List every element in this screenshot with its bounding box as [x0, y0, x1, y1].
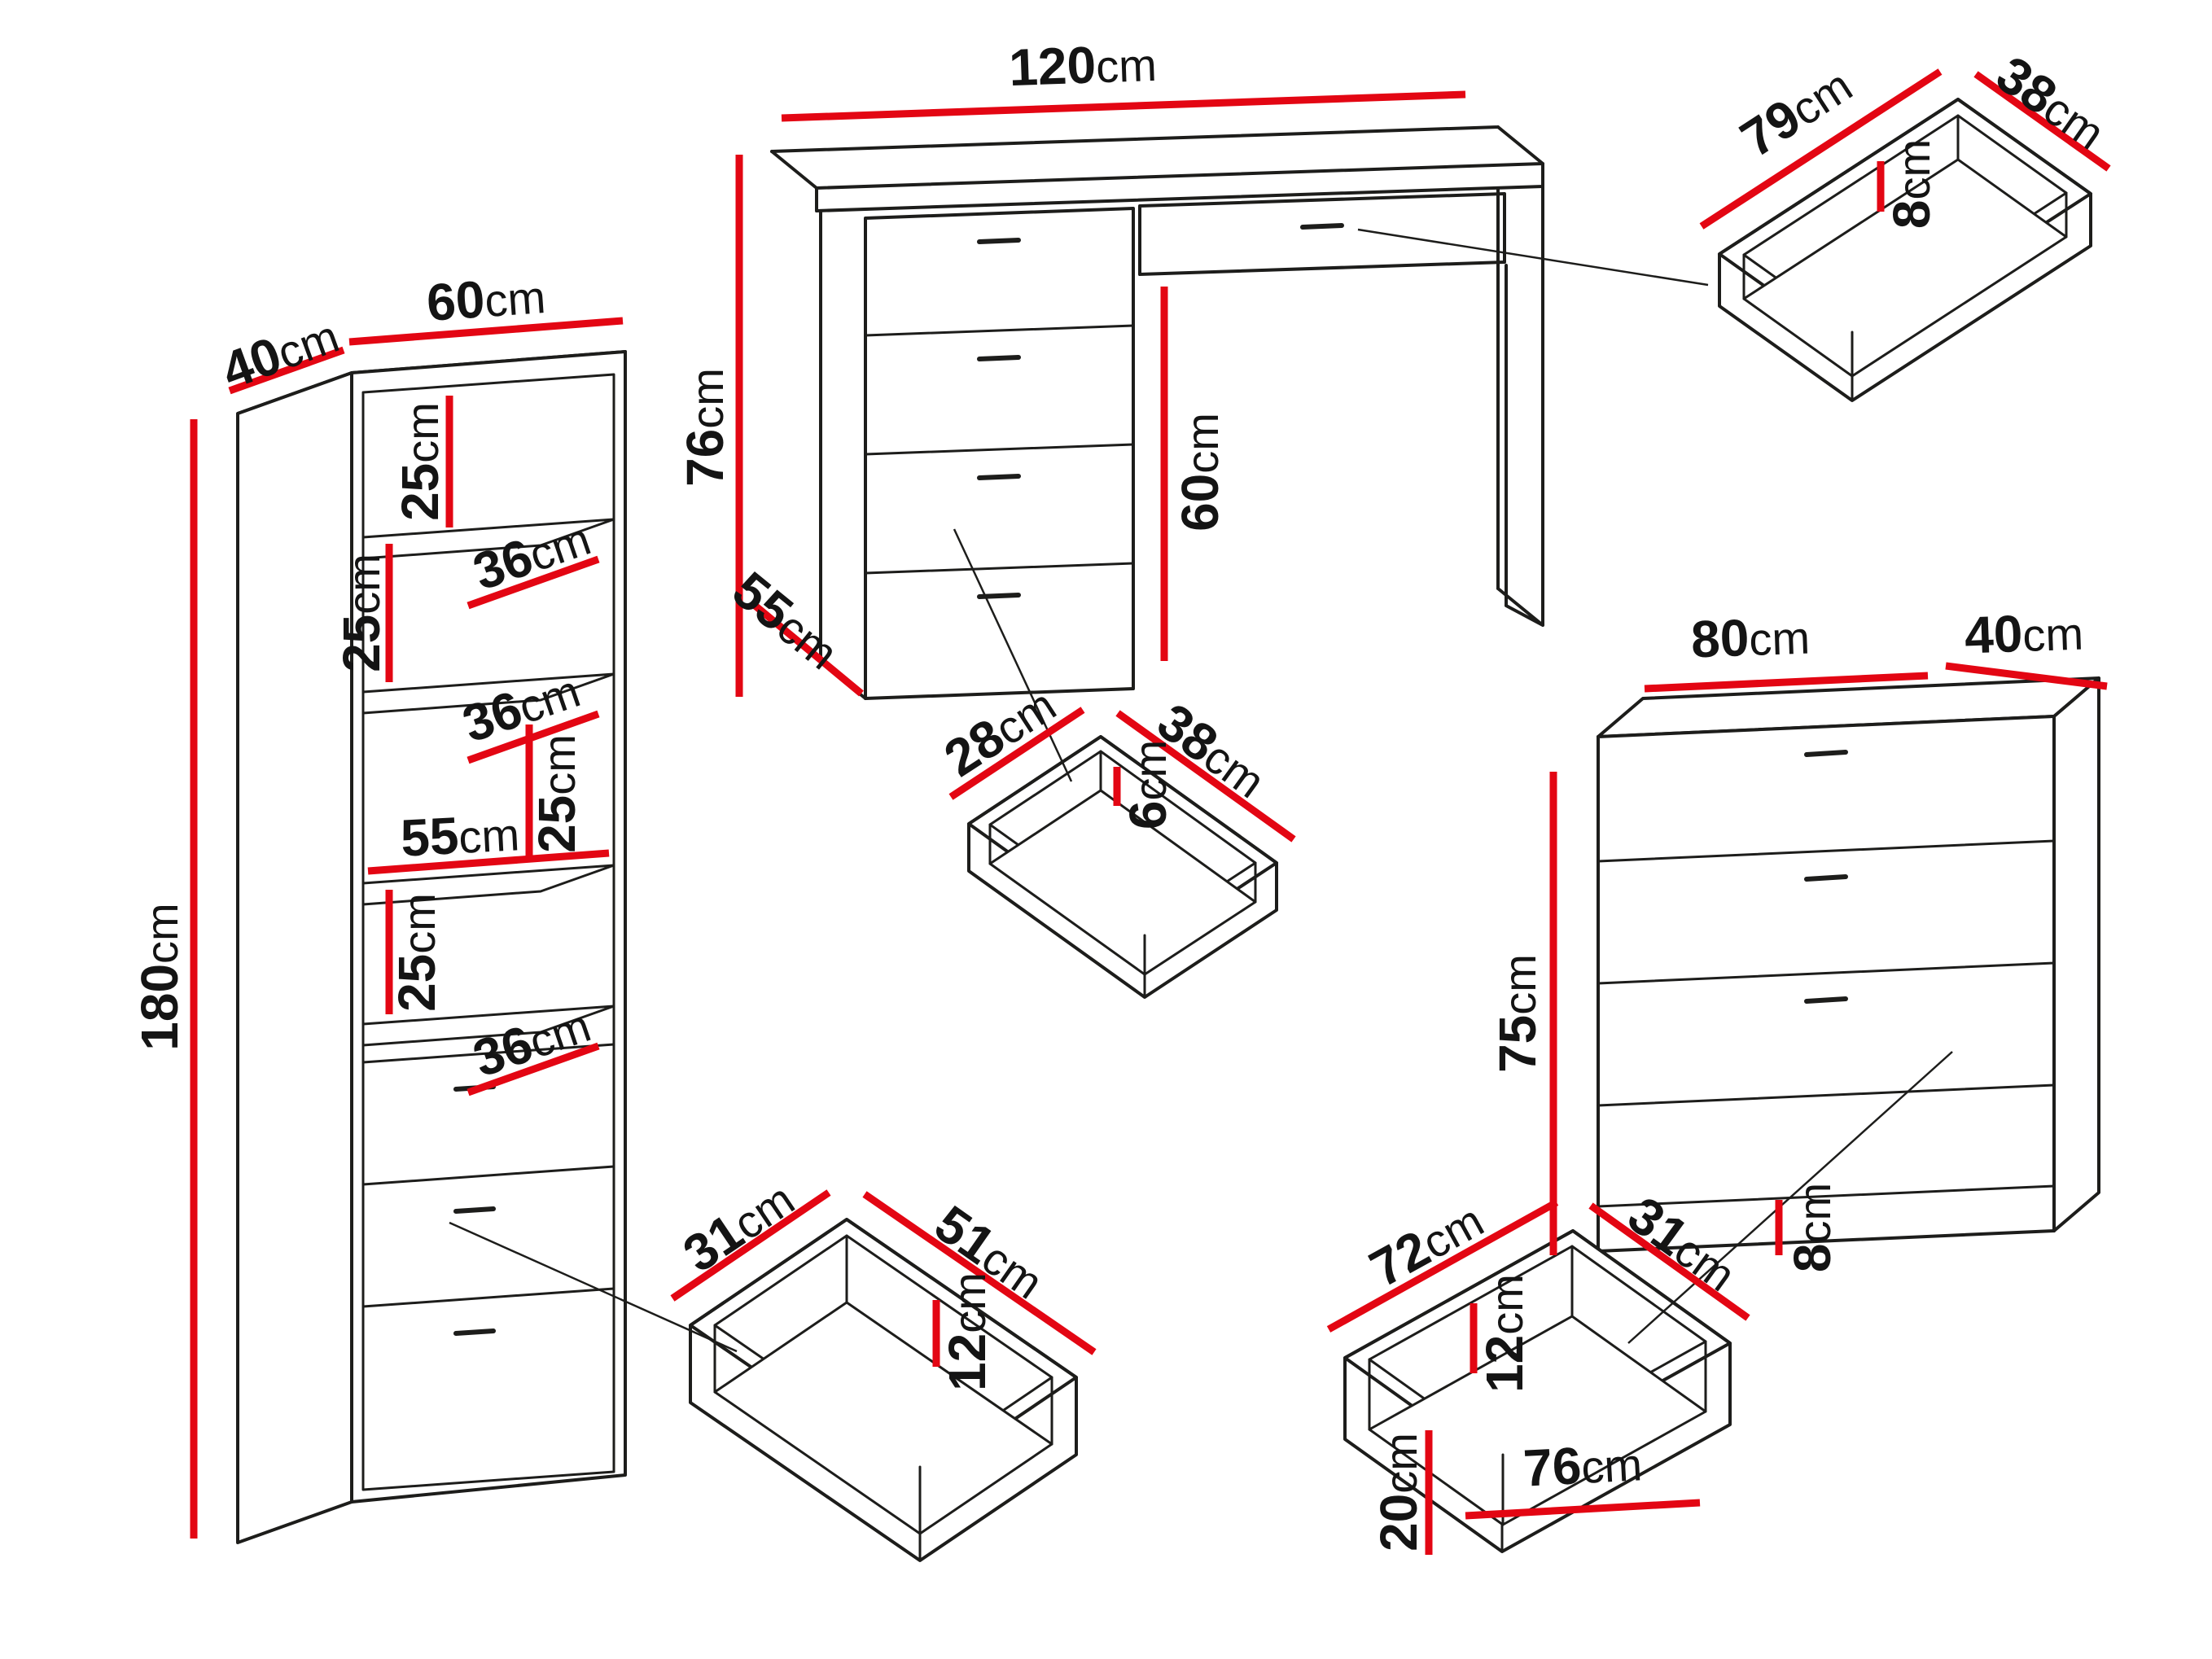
- chest-drawer-walls: [1343, 1342, 1732, 1553]
- desk-drawing: [770, 125, 1544, 700]
- desk-right-drawer-front: [1138, 192, 1506, 276]
- dim-line-chest-drawer-width: [1326, 1199, 1559, 1333]
- dim-label-chest-depth: 40cm: [1964, 602, 2084, 664]
- dim-label-desk-width: 120cm: [1008, 33, 1158, 97]
- desk-drawer-walls: [1718, 192, 2092, 402]
- dim-label-small-drawer-height: 6cm: [1119, 740, 1177, 830]
- desk-pedestal-handles: [977, 238, 1021, 599]
- desk-pedestal-front: [864, 207, 1135, 700]
- chest-drawing: [1597, 676, 2100, 1253]
- connector-desk-to-drawer: [1357, 228, 1709, 287]
- dim-line-chest-width: [1644, 672, 1929, 693]
- dim-label-chest-base: 8cm: [1783, 1183, 1842, 1272]
- chest-side-face: [2052, 676, 2100, 1232]
- desk-drawer-drawing: [1718, 98, 2092, 402]
- dimension-lines: [190, 68, 2111, 1555]
- dim-label-desk-height: 76cm: [676, 368, 734, 487]
- dim-label-chest-height: 75cm: [1488, 954, 1547, 1073]
- dim-line-chest-drawer-front-width: [1465, 1499, 1701, 1520]
- dim-line-cabinet-inner-width: [367, 849, 610, 875]
- cabinet-inner-frame: [361, 373, 615, 1491]
- connector-cabinet-to-drawer: [449, 1221, 738, 1353]
- dim-line-cabinet-depth: [228, 346, 345, 395]
- cabinet-side-face: [236, 371, 353, 1544]
- desk-right-drawer-handle: [1300, 223, 1344, 230]
- desk-right-panel: [1496, 185, 1544, 627]
- dim-line-chest-drawer-depth: [1588, 1202, 1750, 1321]
- cabinet-drawing: [236, 350, 627, 1544]
- dim-line-small-drawer-width: [1115, 710, 1296, 843]
- desk-small-drawer-inner-corners: [988, 750, 1257, 976]
- dim-label-chest-drawer-inner-height: 12cm: [1475, 1274, 1534, 1393]
- cabinet-drawer-walls: [689, 1324, 1078, 1562]
- cabinet-shelves: [361, 518, 615, 1047]
- cabinet-drawer-fronts: [361, 1043, 615, 1308]
- connector-chest-to-drawer: [1627, 1051, 1953, 1344]
- chest-drawer-dividers: [1597, 839, 2056, 1208]
- cabinet-drawer-inner-corners: [713, 1234, 1053, 1535]
- desk-pedestal-dividers: [864, 324, 1135, 575]
- dim-label-desk-drawer-height: 8cm: [1882, 139, 1941, 229]
- dim-line-desk-width: [781, 90, 1466, 122]
- dim-line-chest-depth: [1945, 662, 2108, 690]
- dim-label-chest-width: 80cm: [1690, 606, 1811, 668]
- cabinet-drawer-drawing: [689, 1218, 1078, 1562]
- dim-label-chest-drawer-front-height: 20cm: [1369, 1433, 1428, 1552]
- dim-line-cabinet-width: [348, 317, 624, 346]
- dim-line-desk-depth: [751, 601, 864, 697]
- desk-drawer-inner-corners: [1742, 114, 2068, 378]
- chest-drawer-handles: [1804, 750, 1848, 1004]
- dim-label-cabinet-width: 60cm: [425, 265, 548, 332]
- chest-front-face: [1597, 715, 2056, 1253]
- dim-label-cabinet-height: 180cm: [130, 903, 189, 1050]
- dim-label-cabinet-drawer-height: 12cm: [938, 1272, 996, 1391]
- cabinet-front-face: [350, 350, 627, 1504]
- dim-label-cabinet-gap1: 25cm: [391, 402, 449, 521]
- dim-line-cabinet-drawer-width: [862, 1191, 1097, 1355]
- desk-top: [770, 125, 1544, 212]
- dim-label-chest-drawer-front-width: 76cm: [1522, 1433, 1643, 1498]
- dim-label-cabinet-inner-width: 55cm: [399, 803, 520, 868]
- dim-label-cabinet-gap3: 25cm: [528, 734, 586, 853]
- dim-line-cabinet-shelf2: [466, 710, 600, 764]
- chest-drawer-drawing: [1343, 1229, 1732, 1553]
- desk-small-drawer-walls: [967, 822, 1278, 999]
- chest-drawer-inner-corners: [1368, 1245, 1707, 1526]
- dim-line-small-drawer-depth: [948, 707, 1085, 800]
- desk-small-drawer-drawing: [967, 735, 1278, 999]
- dim-line-cabinet-drawer-depth: [670, 1189, 831, 1302]
- dim-line-cabinet-shelf3: [466, 1042, 600, 1097]
- dim-label-cabinet-gap2: 25cm: [332, 554, 391, 672]
- connector-desk-to-small-drawer: [953, 528, 1073, 782]
- dim-label-desk-leg-space: 60cm: [1171, 413, 1229, 532]
- dim-line-desk-drawer-width: [1699, 68, 1943, 230]
- dim-line-desk-drawer-depth: [1973, 71, 2111, 172]
- dim-line-cabinet-shelf1: [466, 555, 600, 610]
- dim-label-chest-drawer-width: 72cm: [1360, 1189, 1492, 1298]
- dim-label-cabinet-gap4: 25cm: [388, 893, 446, 1012]
- dim-label-desk-drawer-width: 79cm: [1730, 55, 1862, 169]
